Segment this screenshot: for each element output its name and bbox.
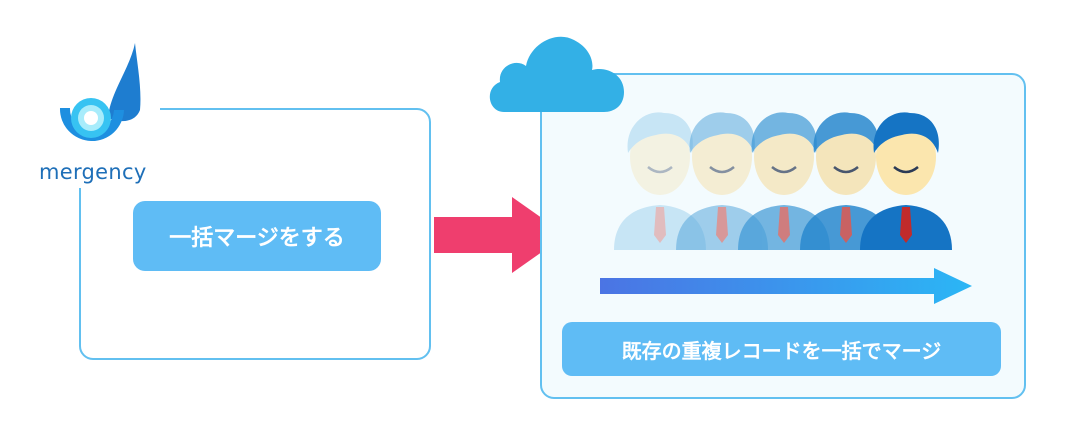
merge-caption: 既存の重複レコードを一括でマージ — [562, 322, 1001, 376]
logo-mark-icon — [59, 43, 141, 142]
person-icon — [676, 112, 768, 250]
person-icon — [614, 112, 706, 250]
bulk-merge-button[interactable]: 一括マージをする — [133, 201, 381, 271]
person-icon — [800, 112, 892, 250]
people-group — [614, 112, 952, 250]
logo — [40, 38, 160, 188]
cloud-icon — [489, 36, 624, 112]
arrow-right-icon — [434, 197, 566, 273]
logo-text: mergency — [39, 160, 147, 184]
person-icon — [860, 112, 952, 250]
person-icon — [738, 112, 830, 250]
progress-arrow-icon — [600, 268, 972, 304]
